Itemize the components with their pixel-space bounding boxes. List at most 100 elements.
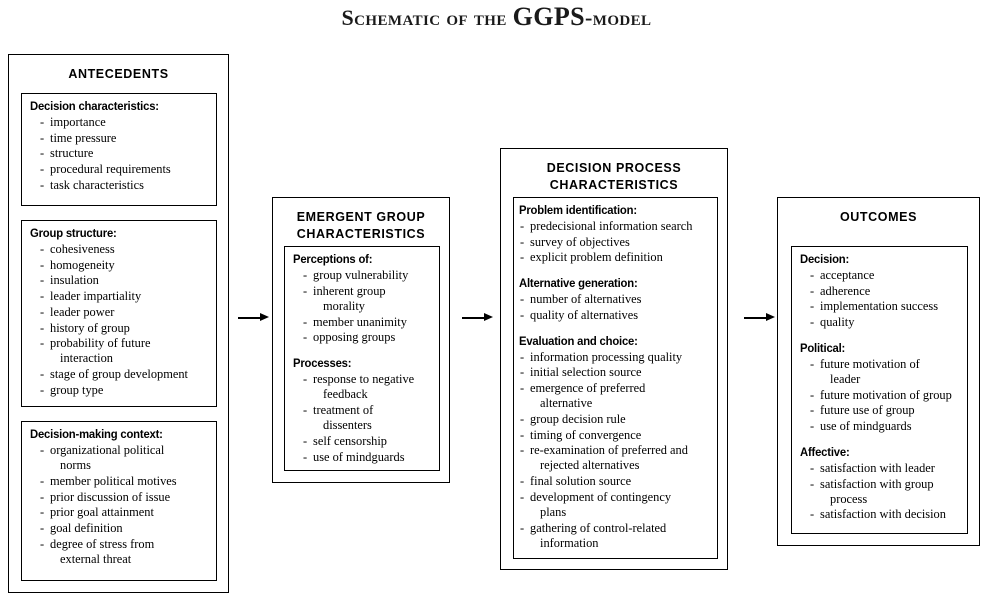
item-text: satisfaction with decision xyxy=(820,507,946,522)
heading-group-structure: Group structure: xyxy=(30,226,117,240)
column-emergent-group-characteristics: EMERGENT GROUP CHARACTERISTICS Perceptio… xyxy=(272,197,450,483)
heading-decision-making-context: Decision-making context: xyxy=(30,427,163,441)
heading-decision-characteristics: Decision characteristics: xyxy=(30,99,159,113)
list-item: history of group xyxy=(39,321,210,336)
page-title: Schematic of the GGPS-model xyxy=(0,2,993,32)
item-text: structure xyxy=(50,146,94,161)
item-text: initial selection source xyxy=(530,365,642,380)
column-decision-process-characteristics: DECISION PROCESS CHARACTERISTICS Problem… xyxy=(500,148,728,570)
list-item: satisfaction with decision xyxy=(809,507,961,522)
list-group-structure: cohesiveness homogeneity insulation lead… xyxy=(39,242,210,398)
item-text-continuation: leader xyxy=(830,372,861,387)
heading-decision: Decision: xyxy=(800,252,850,266)
item-text: group decision rule xyxy=(530,411,626,426)
item-text: response to negative xyxy=(313,372,415,387)
item-text-continuation: process xyxy=(830,491,868,506)
title-prefix: Schematic of the xyxy=(341,5,513,30)
list-item: group decision rule xyxy=(519,412,711,427)
item-text: use of mindguards xyxy=(313,449,405,464)
item-text: organizational political xyxy=(50,443,165,457)
list-item: member political motives xyxy=(39,474,210,489)
item-text: survey of objectives xyxy=(530,234,630,249)
item-text: information processing quality xyxy=(530,349,683,364)
list-item: survey of objectives xyxy=(519,235,711,250)
list-item: final solution source xyxy=(519,474,711,489)
item-text: treatment of xyxy=(313,402,374,417)
list-item: predecisional information search xyxy=(519,219,711,234)
item-text: importance xyxy=(50,115,106,129)
list-item: prior discussion of issue xyxy=(39,490,210,505)
list-item: quality of alternatives xyxy=(519,308,711,323)
list-decision: acceptance adherence implementation succ… xyxy=(809,268,961,331)
group-decision-process-content: Problem identification: predecisional in… xyxy=(513,197,718,559)
title-suffix: -model xyxy=(585,5,652,30)
item-text: cohesiveness xyxy=(50,242,115,256)
item-text-continuation: feedback xyxy=(323,387,368,402)
arrow-decision-process-to-outcomes xyxy=(744,312,775,323)
list-item: explicit problem definition xyxy=(519,250,711,265)
list-evaluation-and-choice: information processing quality initial s… xyxy=(519,350,711,552)
list-problem-identification: predecisional information search survey … xyxy=(519,219,711,266)
column-antecedents: ANTECEDENTS Decision characteristics: im… xyxy=(8,54,229,593)
column-decision-process-header: DECISION PROCESS CHARACTERISTICS xyxy=(501,160,727,194)
item-text: task characteristics xyxy=(50,177,144,192)
column-emergent-header-line2: CHARACTERISTICS xyxy=(296,227,426,241)
list-item: goal definition xyxy=(39,521,210,536)
list-item: opposing groups xyxy=(302,330,433,345)
list-affective: satisfaction with leader satisfaction wi… xyxy=(809,461,961,523)
list-item: importance xyxy=(39,115,210,130)
list-item: cohesiveness xyxy=(39,242,210,257)
arrow-head xyxy=(766,313,775,321)
item-text: leader impartiality xyxy=(50,289,142,304)
item-text: re-examination of preferred and xyxy=(530,443,688,458)
section-spacer xyxy=(800,331,961,341)
item-text-continuation: information xyxy=(540,535,599,550)
list-item: group type xyxy=(39,383,210,398)
list-item: leader impartiality xyxy=(39,289,210,304)
item-text: leader power xyxy=(50,304,115,319)
list-item: re-examination of preferred andrejected … xyxy=(519,443,711,473)
item-text: quality xyxy=(820,315,855,330)
item-text: quality of alternatives xyxy=(530,307,639,322)
list-item: implementation success xyxy=(809,299,961,314)
section-spacer xyxy=(800,435,961,445)
item-text: homogeneity xyxy=(50,257,115,272)
heading-affective: Affective: xyxy=(800,444,850,459)
item-text: goal definition xyxy=(50,521,123,536)
list-item: procedural requirements xyxy=(39,162,210,177)
group-outcomes-content: Decision: acceptance adherence implement… xyxy=(791,246,968,534)
item-text: group vulnerability xyxy=(313,268,409,282)
item-text: use of mindguards xyxy=(820,419,912,434)
section-spacer xyxy=(519,324,711,334)
item-text-continuation: interaction xyxy=(60,351,113,366)
item-text: explicit problem definition xyxy=(530,250,663,265)
list-item: use of mindguards xyxy=(809,419,961,434)
item-text: group type xyxy=(50,382,104,397)
column-emergent-header-line1: EMERGENT GROUP xyxy=(296,210,426,224)
arrow-head xyxy=(260,313,269,321)
heading-problem-identification: Problem identification: xyxy=(519,203,637,217)
item-text-continuation: external threat xyxy=(60,551,132,566)
item-text: implementation success xyxy=(820,299,939,314)
list-item: satisfaction with leader xyxy=(809,461,961,476)
column-antecedents-header: ANTECEDENTS xyxy=(68,67,169,81)
item-text: emergence of preferred xyxy=(530,380,646,395)
item-text: degree of stress from xyxy=(50,536,155,551)
list-item: future motivation of group xyxy=(809,388,961,403)
item-text: final solution source xyxy=(530,474,632,489)
arrow-shaft xyxy=(462,317,486,319)
list-item: self censorship xyxy=(302,434,433,449)
item-text: future use of group xyxy=(820,403,915,418)
item-text: procedural requirements xyxy=(50,162,171,177)
heading-perceptions-of: Perceptions of: xyxy=(293,252,373,266)
item-text: development of contingency xyxy=(530,489,672,504)
column-outcomes: OUTCOMES Decision: acceptance adherence … xyxy=(777,197,980,546)
